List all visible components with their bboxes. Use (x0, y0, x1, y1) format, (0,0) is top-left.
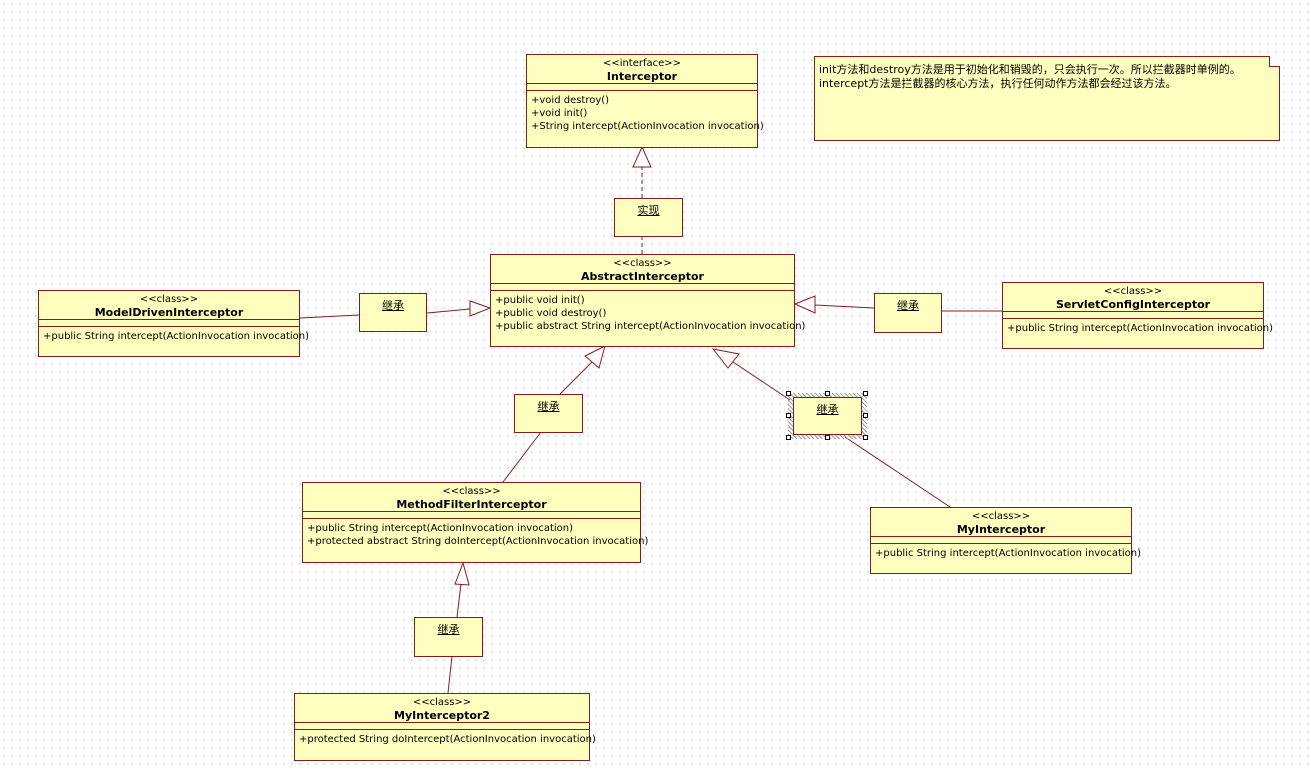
class-method-filter-interceptor[interactable]: <<class>> MethodFilterInterceptor +publi… (302, 482, 649, 563)
class-stereotype: <<class>> (613, 258, 672, 269)
class-interceptor[interactable]: <<interface>> Interceptor +void destroy(… (526, 54, 764, 148)
realization-label[interactable]: 实现 (614, 198, 683, 237)
operations-compartment: +public String intercept(ActionInvocatio… (871, 543, 1142, 563)
attributes-compartment (39, 319, 299, 326)
class-name: MyInterceptor (956, 523, 1046, 536)
note-fold-corner (1269, 56, 1280, 67)
operation: +public void init() (495, 295, 585, 306)
inherit-line-methodfilter-2 (559, 361, 593, 395)
selection-handle[interactable] (863, 391, 868, 396)
inherit-arrowhead-my2 (454, 561, 470, 586)
inherit-arrowhead-modeldriven (469, 300, 492, 317)
class-abstract-interceptor[interactable]: <<class>> AbstractInterceptor +public vo… (490, 254, 806, 347)
class-stereotype: <<class>> (442, 486, 501, 497)
inherit-arrowhead-methodfilter (584, 345, 606, 369)
selection-handle[interactable] (786, 435, 791, 440)
selection-handle[interactable] (863, 413, 868, 418)
inherit-line-modeldriven-2 (426, 308, 471, 314)
class-model-driven-interceptor[interactable]: <<class>> ModelDrivenInterceptor +public… (38, 290, 310, 357)
class-my-interceptor2[interactable]: <<class>> MyInterceptor2 +protected Stri… (294, 693, 596, 761)
class-name: MyInterceptor2 (394, 709, 490, 722)
operations-compartment: +public void init() +public void destroy… (491, 290, 806, 336)
inherit-arrowhead-servletconfig (793, 295, 816, 314)
attributes-compartment (303, 511, 640, 518)
operation: +public void destroy() (495, 308, 607, 319)
operation: +protected String doIntercept(ActionInvo… (299, 734, 596, 745)
operations-compartment: +protected String doIntercept(ActionInvo… (295, 729, 596, 749)
class-name: ServletConfigInterceptor (1055, 298, 1211, 311)
note-line-1: init方法和destroy方法是用于初始化和销毁的，只会执行一次。所以拦截器时… (819, 63, 1241, 76)
class-stereotype: <<class>> (971, 511, 1031, 522)
class-servlet-config-interceptor[interactable]: <<class>> ServletConfigInterceptor +publ… (1002, 282, 1274, 349)
selection-handle[interactable] (786, 391, 791, 396)
operation: +public String intercept(ActionInvocatio… (875, 548, 1142, 559)
inherit-label-left[interactable]: 继承 (359, 293, 427, 332)
inherit-label-selected[interactable]: 继承 (793, 397, 862, 435)
class-name: Interceptor (606, 70, 678, 83)
inherit-label-middle[interactable]: 继承 (514, 394, 583, 433)
class-stereotype: <<class>> (139, 294, 199, 305)
inherit-line-my (844, 436, 951, 508)
operation: +void init() (531, 108, 588, 119)
inherit-line-my2-2 (456, 583, 462, 618)
inherit-line-my2 (447, 655, 453, 694)
attributes-compartment (491, 283, 794, 290)
operation: +void destroy() (531, 95, 610, 106)
inherit-label-right[interactable]: 继承 (874, 293, 942, 333)
class-stereotype: <<class>> (1103, 286, 1163, 297)
class-my-interceptor[interactable]: <<class>> MyInterceptor +public String i… (870, 507, 1142, 574)
inherit-arrowhead-my (711, 348, 740, 369)
inherit-line-modeldriven (299, 314, 360, 319)
operation: +public String intercept(ActionInvocatio… (43, 331, 310, 342)
inherit-line-my-2 (732, 361, 791, 401)
realization-arrowhead (632, 145, 652, 168)
operation: +protected abstract String doIntercept(A… (307, 536, 649, 547)
operation: +String intercept(ActionInvocation invoc… (531, 121, 764, 132)
note-line-2: intercept方法是拦截器的核心方法，执行任何动作方法都会经过该方法。 (819, 77, 1177, 90)
inherit-line-methodfilter (502, 431, 542, 483)
selection-handle[interactable] (825, 391, 830, 396)
selection-handle[interactable] (786, 413, 791, 418)
attributes-compartment (295, 722, 589, 729)
selection-handle[interactable] (825, 435, 830, 440)
class-name: AbstractInterceptor (581, 270, 704, 283)
operations-compartment: +public String intercept(ActionInvocatio… (1003, 318, 1274, 338)
class-name: MethodFilterInterceptor (396, 498, 547, 511)
operation: +public String intercept(ActionInvocatio… (1007, 323, 1274, 334)
inherit-line-servletconfig-2 (814, 304, 875, 309)
selection-handle[interactable] (863, 435, 868, 440)
inherit-label-bottom[interactable]: 继承 (414, 617, 483, 657)
operations-compartment: +public String intercept(ActionInvocatio… (39, 326, 310, 346)
attributes-compartment (1003, 311, 1263, 318)
class-name: ModelDrivenInterceptor (94, 306, 244, 319)
operations-compartment: +public String intercept(ActionInvocatio… (303, 518, 649, 551)
attributes-compartment (871, 536, 1131, 543)
operation: +public abstract String intercept(Action… (495, 321, 806, 332)
attributes-compartment (527, 83, 757, 90)
class-stereotype: <<interface>> (602, 58, 682, 69)
operation: +public String intercept(ActionInvocatio… (307, 523, 574, 534)
operations-compartment: +void destroy() +void init() +String int… (527, 90, 764, 136)
class-stereotype: <<class>> (412, 697, 472, 708)
note[interactable]: init方法和destroy方法是用于初始化和销毁的，只会执行一次。所以拦截器时… (814, 56, 1280, 141)
